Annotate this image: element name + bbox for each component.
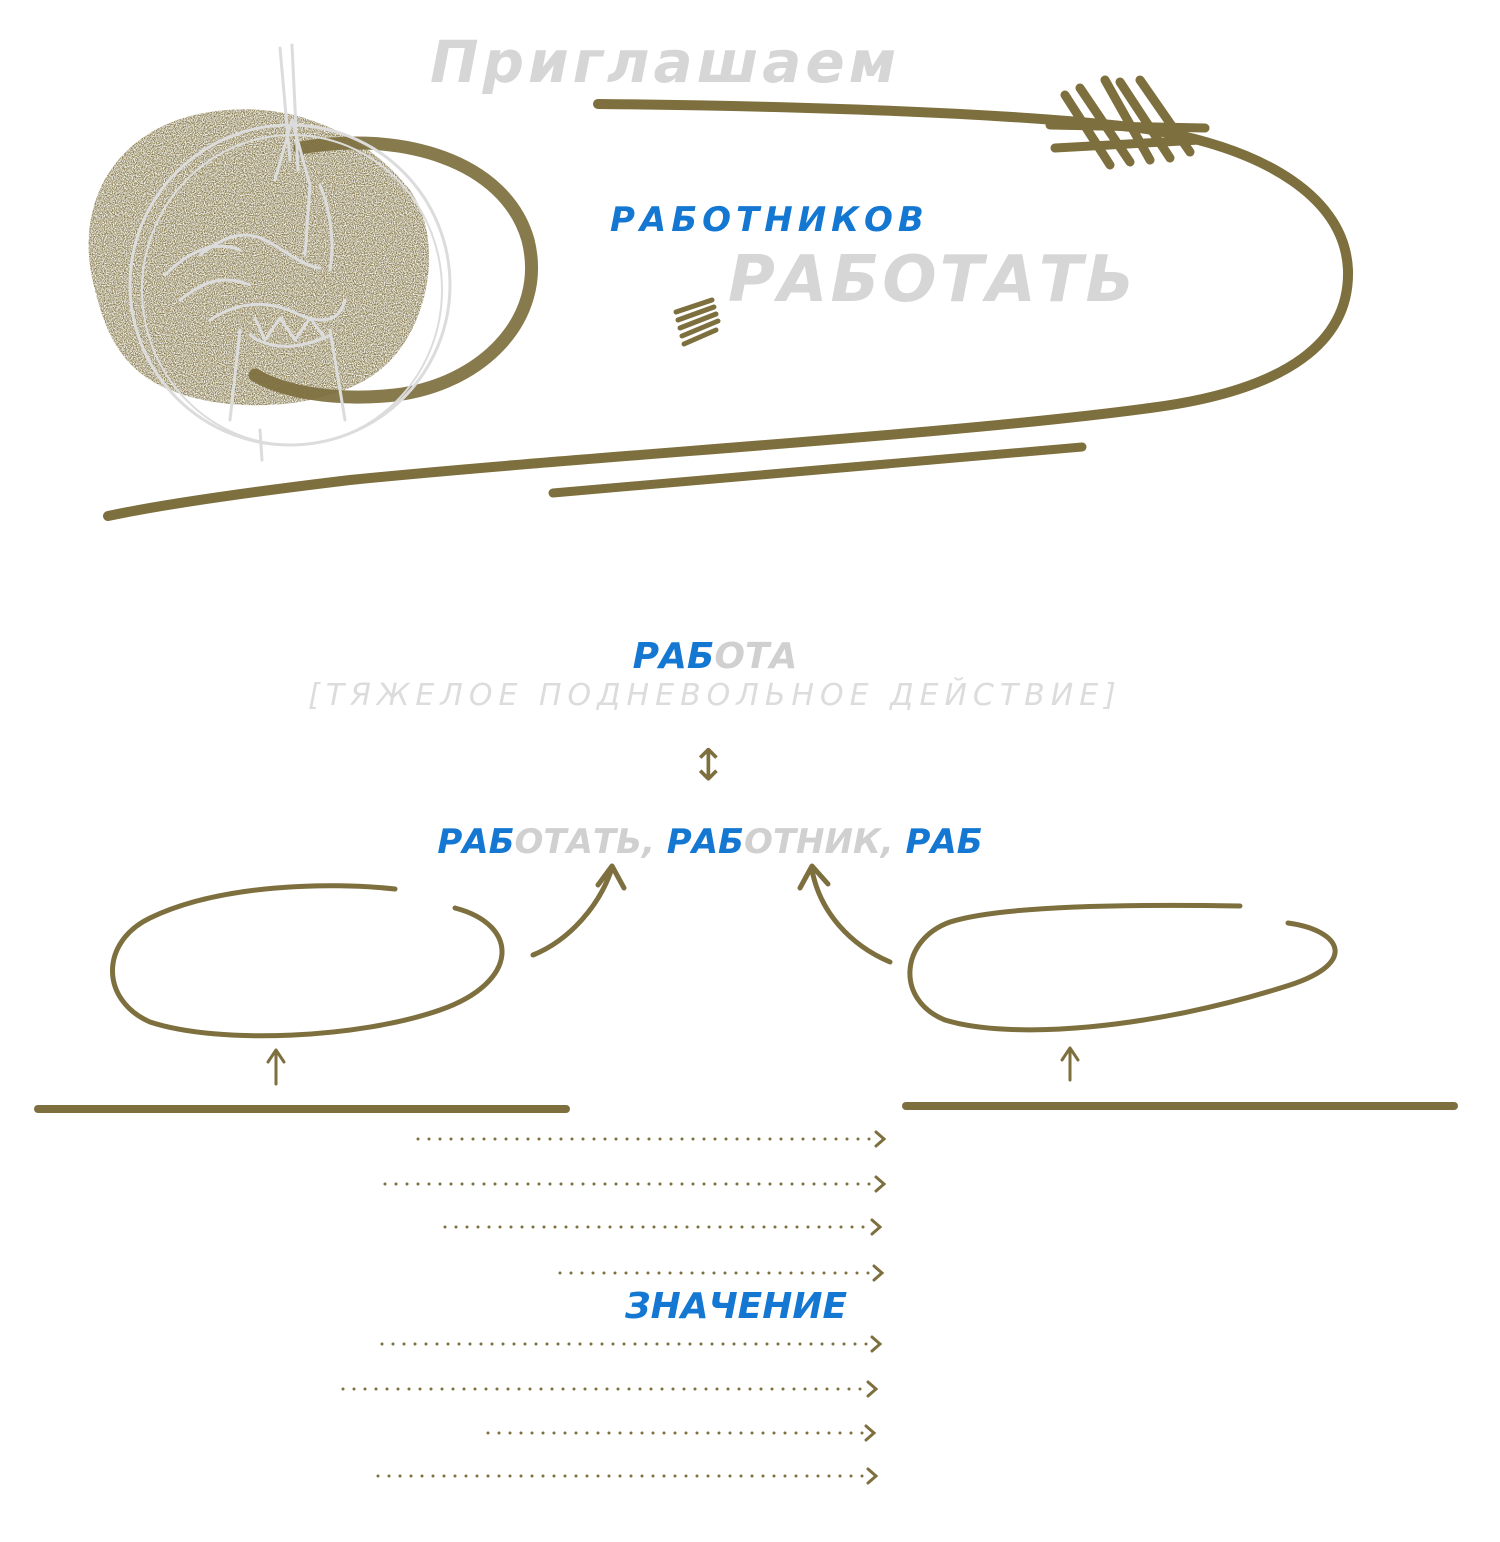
olive-ring-shape bbox=[248, 136, 539, 404]
underline-bar bbox=[548, 442, 1087, 498]
related-root-2: РАБ bbox=[666, 822, 744, 862]
dotted-arrow-icon bbox=[558, 1264, 885, 1282]
meaning-label: ЗНАЧЕНИЕ bbox=[625, 1286, 848, 1327]
left-oval-shape bbox=[110, 883, 505, 1039]
related-suffix-1: ОТАТЬ, bbox=[514, 822, 655, 862]
dotted-arrow-icon bbox=[376, 1467, 879, 1485]
diagram-lower bbox=[34, 863, 1458, 1485]
dotted-arrow-icon bbox=[486, 1424, 877, 1442]
curved-arrow-icon bbox=[530, 865, 615, 958]
dotted-arrow-icon bbox=[383, 1175, 887, 1193]
hatch-mark-icon bbox=[673, 297, 721, 347]
root-word: РАБОТА bbox=[0, 636, 1430, 677]
root-part: РАБ bbox=[632, 636, 715, 677]
header-illustration bbox=[88, 43, 1354, 521]
dotted-arrow-icon bbox=[443, 1218, 883, 1236]
up-arrow-icon bbox=[266, 1048, 286, 1086]
brush-stroke-arrow-shaft bbox=[103, 99, 1354, 521]
invite-heading: Приглашаем bbox=[430, 28, 901, 96]
olive-blob-shape bbox=[88, 109, 430, 406]
work-heading: РАБОТАТЬ bbox=[728, 243, 1138, 317]
curved-arrow-head bbox=[595, 863, 627, 891]
suffix-part: ОТА bbox=[714, 636, 798, 677]
related-suffix-2: ОТНИК, bbox=[743, 822, 894, 862]
dotted-arrow-icon bbox=[380, 1335, 883, 1353]
related-root-1: РАБ bbox=[437, 822, 515, 862]
up-arrow-icon bbox=[1060, 1046, 1080, 1082]
curved-arrow-head bbox=[797, 863, 831, 891]
arrow-fletching-icon bbox=[1045, 75, 1210, 170]
dotted-arrow-icon bbox=[416, 1130, 887, 1148]
right-oval-shape bbox=[907, 902, 1338, 1033]
definition-text: [ТЯЖЕЛОЕ ПОДНЕВОЛЬНОЕ ДЕЙСТВИЕ] bbox=[308, 678, 1122, 713]
related-root-3: РАБ bbox=[905, 822, 983, 862]
workers-heading: РАБОТНИКОВ bbox=[610, 200, 929, 240]
curved-arrow-icon bbox=[809, 867, 893, 965]
double-arrow-icon: ↕ bbox=[690, 740, 727, 791]
hand-sketch-icon bbox=[128, 43, 452, 462]
related-words: РАБОТАТЬ, РАБОТНИК, РАБ bbox=[0, 822, 1420, 862]
dotted-arrow-icon bbox=[341, 1380, 879, 1398]
